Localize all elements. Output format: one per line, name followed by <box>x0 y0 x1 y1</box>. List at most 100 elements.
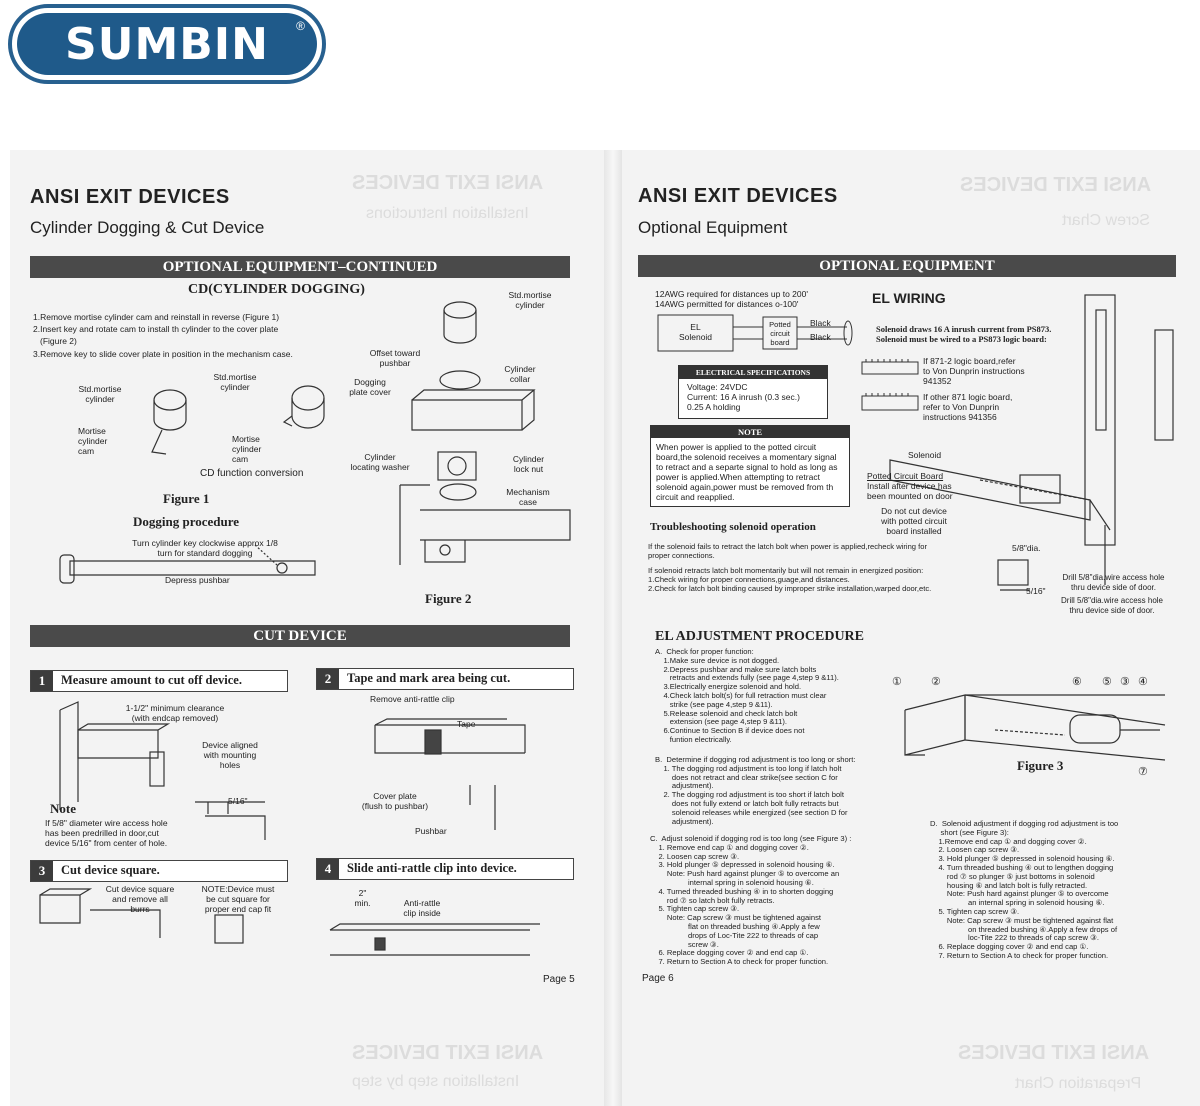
potted-board-sub: Install after device has been mounted on… <box>867 481 953 501</box>
cut-step-2-label: Tape and mark area being cut. <box>347 671 511 685</box>
logic-board-drawings <box>861 359 919 411</box>
electrical-spec-text: Voltage: 24VDC Current: 16 A inrush (0.3… <box>687 382 800 412</box>
dogging-procedure-title: Dogging procedure <box>133 514 240 529</box>
cut-step-2-number: 2 <box>317 669 339 689</box>
cut-step-2: 2 Tape and mark area being cut. <box>316 668 574 690</box>
figure-1-caption: Figure 1 <box>163 491 210 506</box>
ghost-right-top-title: ANSI EXIT DEVICES <box>960 174 1152 196</box>
note-box-title: NOTE <box>651 426 849 438</box>
step1-dim: 5/16" <box>228 796 248 806</box>
board-871-2-note: If 871-2 logic board,refer to Von Dunpri… <box>923 356 1025 386</box>
step3-note: NOTE:Device must be cut square for prope… <box>201 884 275 914</box>
inrush-note: Solenoid draws 16 A inrush current from … <box>876 324 1052 344</box>
cd-title: CD(CYLINDER DOGGING) <box>188 282 365 297</box>
cut-step-3: 3 Cut device square. <box>30 860 288 882</box>
step2-cover-plate: Cover plate (flush to pushbar) <box>361 791 429 811</box>
el-wiring-title: EL WIRING <box>872 290 946 306</box>
box-el-solenoid: EL Solenoid <box>678 322 713 342</box>
left-page-subtitle: Cylinder Dogging & Cut Device <box>30 218 265 237</box>
fig3-num-3: ③ <box>1120 676 1130 688</box>
fig2-std-mortise: Std.mortise cylinder <box>508 290 552 310</box>
figure-3-drawing <box>904 694 1166 761</box>
dim-516-label: 5/16" <box>1026 586 1046 596</box>
right-section-bar: OPTIONAL EQUIPMENT <box>638 255 1176 277</box>
el-wiring-diagram <box>657 314 853 352</box>
cut-step-3-label: Cut device square. <box>61 863 160 877</box>
fig3-num-2: ② <box>931 676 941 688</box>
cut-step-3-number: 3 <box>31 861 53 881</box>
step4-dim: 2" min. <box>354 888 371 908</box>
fig1-mortise-cam-1: Mortise cylinder cam <box>78 426 108 456</box>
left-section-bar: OPTIONAL EQUIPMENT–CONTINUED <box>30 256 570 278</box>
fig3-num-4: ④ <box>1138 676 1148 688</box>
ghost-left-bot-sub: Installation step by step <box>352 1073 520 1090</box>
adjust-section-d: D. Solenoid adjustment if dogging rod ad… <box>930 819 1119 960</box>
troubleshooting-2: If solenoid retracts latch bolt momentar… <box>648 566 932 593</box>
box-potted-board: Potted circuit board <box>769 320 791 347</box>
right-page-number: Page 6 <box>642 973 674 984</box>
note-box: NOTE When power is applied to the potted… <box>650 425 850 507</box>
troubleshooting-title: Troubleshooting solenoid operation <box>650 521 816 533</box>
fig2-dogging-cover: Dogging plate cover <box>349 377 391 397</box>
adjust-section-a: A. Check for proper function: 1.Make sur… <box>655 647 839 744</box>
adjust-section-b: B. Determine if dogging rod adjustment i… <box>655 755 856 826</box>
note-box-text: When power is applied to the potted circ… <box>656 442 838 502</box>
step1-aligned: Device aligned with mounting holes <box>202 740 258 770</box>
electrical-spec-box: ELECTRICAL SPECIFICATIONS Voltage: 24VDC… <box>678 365 828 419</box>
fig3-num-7: ⑦ <box>1138 766 1148 778</box>
wire-black-1: Black <box>810 318 831 328</box>
cd-step-3: 3.Remove key to slide cover plate in pos… <box>33 349 293 359</box>
left-page-title: ANSI EXIT DEVICES <box>30 186 230 208</box>
cut-step-4-number: 4 <box>317 859 339 879</box>
ghost-right-top-sub: Screw Chart <box>1062 212 1151 229</box>
ghost-left-top-sub: Installation Instructions <box>366 205 529 222</box>
wiring-note: 12AWG required for distances up to 200' … <box>655 289 808 309</box>
drill-note-1: Drill 5/8"dia.wire access hole thru devi… <box>1062 573 1165 592</box>
brand-logo-text: SUMBIN <box>65 18 269 70</box>
step3-cut-square: Cut device square and remove all burrs <box>105 884 175 914</box>
brand-logo: SUMBIN ® <box>8 4 326 84</box>
solenoid-label: Solenoid <box>908 450 942 460</box>
brand-reg-mark: ® <box>296 19 305 33</box>
figure-2-caption: Figure 2 <box>425 591 472 606</box>
step4-clip-inside: Anti-rattle clip inside <box>403 898 441 918</box>
fig2-cylinder-washer: Cylinder locating washer <box>350 452 410 472</box>
brand-logo-badge: SUMBIN ® <box>17 13 317 75</box>
cut-step-1-label: Measure amount to cut off device. <box>61 673 242 687</box>
ghost-right-bot-title: ANSI EXIT DEVICES <box>958 1042 1150 1064</box>
figure-3-caption: Figure 3 <box>1017 758 1064 773</box>
step1-note-title: Note <box>50 801 76 816</box>
left-page-number: Page 5 <box>543 974 575 985</box>
figure-1-drawing <box>59 301 571 584</box>
step1-clearance: 1-1/2" minimum clearance (with endcap re… <box>125 703 225 723</box>
cut-step-1: 1 Measure amount to cut off device. <box>30 670 288 692</box>
fig2-cylinder-collar: Cylinder collar <box>504 364 536 384</box>
fig2-offset: Offset toward pushbar <box>369 348 421 368</box>
fig2-cylinder-nut: Cylinder lock nut <box>512 454 545 474</box>
cd-step-2: 2.Insert key and rotate cam to install t… <box>33 324 279 334</box>
cd-step-1: 1.Remove mortise cylinder cam and reinst… <box>33 312 280 322</box>
el-adjustment-title: EL ADJUSTMENT PROCEDURE <box>655 629 865 644</box>
do-not-cut-note: Do not cut device with potted circuit bo… <box>881 506 947 536</box>
step2-tape: Tape <box>457 719 476 729</box>
electrical-spec-title: ELECTRICAL SPECIFICATIONS <box>679 366 827 379</box>
board-871-note: If other 871 logic board, refer to Von D… <box>923 392 1013 422</box>
step1-note-text: If 5/8" diameter wire access hole has be… <box>45 818 168 848</box>
fig1-mortise-cam-2: Mortise cylinder cam <box>232 434 262 464</box>
cut-step-1-number: 1 <box>31 671 53 691</box>
dia-label: 5/8"dia. <box>1012 543 1041 553</box>
fig1-conversion: CD function conversion <box>200 468 304 479</box>
ghost-right-bot-sub: Preparation Chart <box>1015 1075 1142 1092</box>
drill-note-2: Drill 5/8"dia.wire access hole thru devi… <box>1061 596 1163 615</box>
cut-step-4: 4 Slide anti-rattle clip into device. <box>316 858 574 880</box>
troubleshooting-1: If the solenoid fails to retract the lat… <box>648 542 928 560</box>
ghost-left-top-title: ANSI EXIT DEVICES <box>352 172 544 194</box>
fig1-std-mortise-1: Std.mortise cylinder <box>78 384 122 404</box>
fig1-std-mortise-2: Std.mortise cylinder <box>213 372 257 392</box>
fig3-num-1: ① <box>892 676 902 688</box>
fig2-mechanism-case: Mechanism case <box>506 487 550 507</box>
fig1-depress-pushbar: Depress pushbar <box>165 575 230 585</box>
ghost-left-bot-title: ANSI EXIT DEVICES <box>352 1042 544 1064</box>
step2-remove-clip: Remove anti-rattle clip <box>370 694 455 704</box>
wire-black-2: Black <box>810 332 831 342</box>
